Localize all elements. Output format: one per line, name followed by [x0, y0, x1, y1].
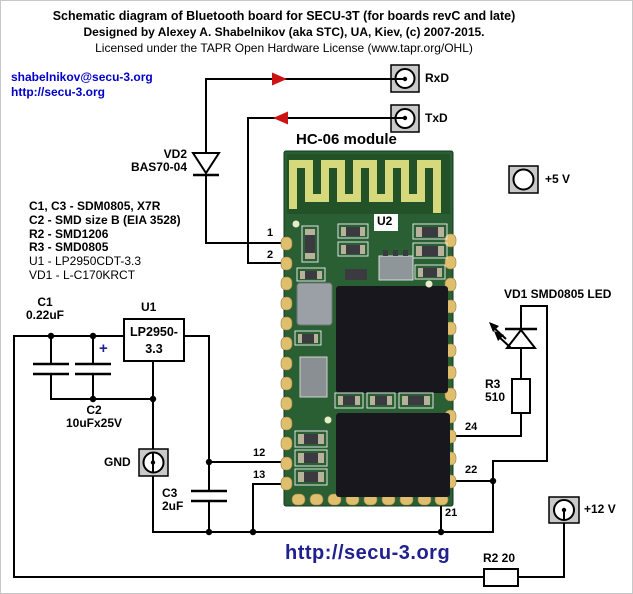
note-line: U1 - LP2950CDT-3.3	[29, 254, 142, 269]
pin-13-label: 13	[253, 469, 266, 481]
email-link[interactable]: shabelnikov@secu-3.org	[11, 70, 153, 84]
c2-label: C2 10uFx25V	[61, 404, 127, 430]
tantalum-cap	[299, 356, 328, 398]
site-link[interactable]: http://secu-3.org	[11, 85, 106, 99]
module-components	[292, 214, 450, 497]
junction-dots	[47, 332, 497, 536]
c1-label: C1 0.22uF	[17, 296, 73, 322]
c1-value: 0.22uF	[25, 308, 64, 322]
hc06-module-photo	[280, 150, 457, 507]
r3-value: 510	[485, 390, 506, 404]
c2-ref: C2	[86, 403, 102, 417]
rxd-terminal-icon	[390, 64, 420, 93]
crystal	[296, 282, 333, 326]
u1-part-number: LP2950- 3.3	[124, 321, 184, 361]
txd-terminal-icon	[390, 104, 420, 133]
u2-label: U2	[375, 214, 395, 229]
p12v-terminal-label: +12 V	[584, 502, 616, 516]
pin-12-label: 12	[253, 447, 266, 459]
u1-value-line2: 3.3	[145, 342, 163, 356]
vd2-ref: VD2	[163, 147, 187, 161]
txd-terminal-label: TxD	[425, 111, 448, 125]
fiducial-dot	[324, 416, 332, 424]
component-notes: C1, C3 - SDM0805, X7R C2 - SMD size B (E…	[29, 199, 181, 283]
txd-direction-arrow-icon	[273, 111, 288, 125]
p5v-terminal-icon	[508, 165, 539, 194]
pin-22-label: 22	[465, 464, 478, 476]
gnd-terminal-icon	[138, 448, 169, 477]
rxd-direction-arrow-icon	[272, 72, 287, 86]
footer-url[interactable]: http://secu-3.org	[285, 542, 451, 564]
r3-ref: R3	[485, 377, 501, 391]
note-line: C1, C3 - SDM0805, X7R	[29, 199, 161, 213]
footer-site-link: http://secu-3.org	[285, 542, 450, 565]
note-line: R2 - SMD1206	[29, 226, 109, 241]
vd2-value: BAS70-04	[130, 160, 187, 174]
contact-links: shabelnikov@secu-3.org http://secu-3.org	[11, 70, 153, 100]
r2-resistor-box	[483, 568, 519, 587]
p5v-terminal-label: +5 V	[545, 172, 571, 186]
gnd-terminal-label: GND	[104, 455, 131, 469]
title-block: Schematic diagram of Bluetooth board for…	[1, 8, 567, 56]
c2-capacitor-symbol	[75, 362, 111, 376]
c3-label: C3 2uF	[162, 487, 183, 513]
r2-label: R2 20	[483, 551, 516, 565]
u1-ref-label: U1	[141, 300, 157, 314]
p12v-terminal-icon	[548, 496, 580, 524]
pin-2-label: 2	[267, 249, 274, 261]
u1-value-line1: LP2950-	[130, 325, 178, 339]
fiducial-dot	[292, 220, 300, 228]
antenna-trace	[289, 160, 441, 213]
r3-resistor-box	[511, 378, 531, 414]
c1-ref: C1	[37, 295, 53, 309]
vd2-label: VD2 BAS70-04	[113, 148, 187, 174]
small-ic	[378, 255, 414, 281]
author-line: Designed by Alexey A. Shabelnikov (aka S…	[83, 25, 485, 39]
note-line: VD1 - L-C170KRCT	[29, 267, 136, 282]
license-line: Licensed under the TAPR Open Hardware Li…	[95, 41, 473, 55]
c3-ref: C3	[162, 486, 178, 500]
fiducial-dot	[425, 280, 433, 288]
vd1-led-symbol	[489, 322, 538, 349]
module-title: HC-06 module	[296, 131, 397, 148]
schematic-wires	[13, 78, 565, 578]
vd2-diode-symbol	[191, 152, 221, 177]
c2-polarity-plus: +	[99, 340, 108, 357]
vd1-label: VD1 SMD0805 LED	[504, 287, 612, 301]
pin-21-label: 21	[445, 507, 458, 519]
r3-label: R3 510	[485, 378, 505, 404]
pin-24-label: 24	[465, 421, 478, 433]
note-line: C2 - SMD size B (EIA 3528)	[29, 212, 181, 227]
rxd-terminal-label: RxD	[425, 71, 450, 85]
c3-value: 2uF	[162, 499, 184, 513]
c2-value: 10uFx25V	[65, 416, 123, 430]
c3-capacitor-symbol	[191, 489, 227, 503]
module-pads-left	[280, 236, 293, 491]
note-line: R3 - SMD0805	[29, 240, 109, 255]
u1-regulator-box	[123, 318, 185, 362]
pin-1-label: 1	[267, 227, 274, 239]
page-title: Schematic diagram of Bluetooth board for…	[52, 9, 516, 23]
c1-capacitor-symbol	[33, 362, 69, 376]
